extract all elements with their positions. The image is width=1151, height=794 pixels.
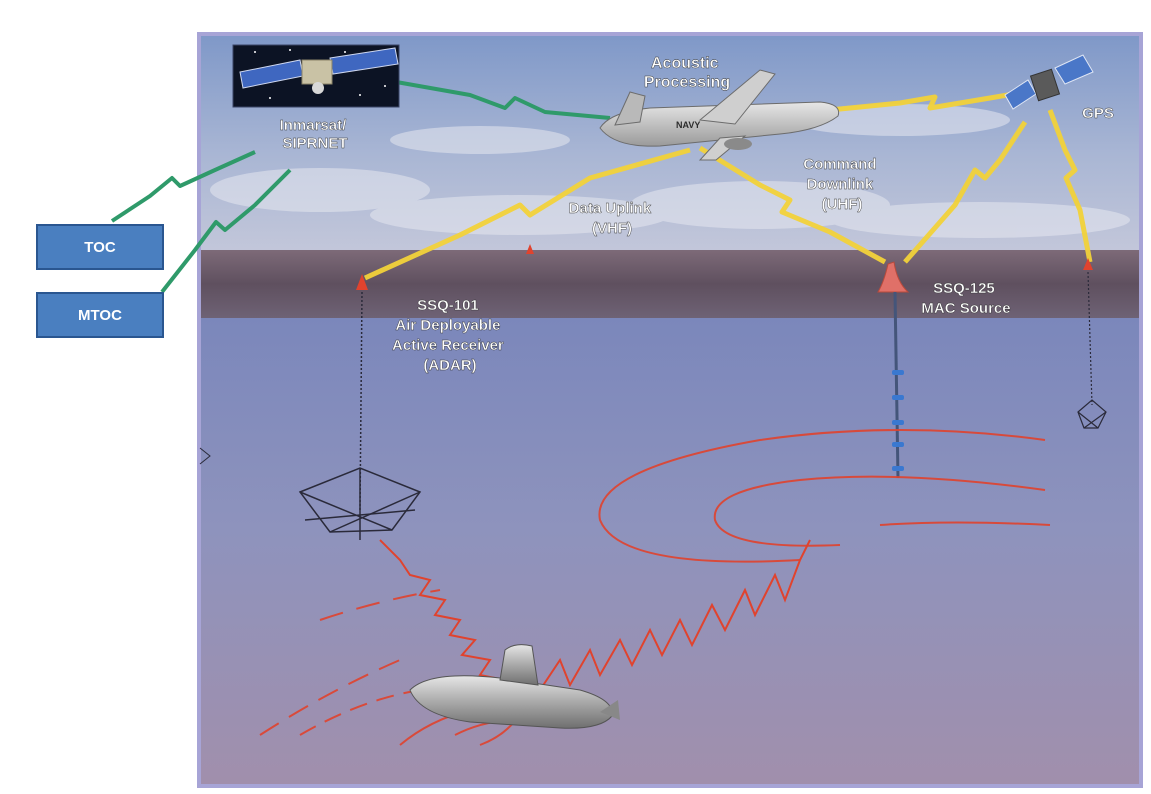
green-links bbox=[110, 78, 611, 294]
mtoc-box: MTOC bbox=[36, 292, 164, 338]
gps-label: GPS bbox=[1082, 105, 1114, 122]
submarine-icon bbox=[409, 644, 620, 729]
adar-label: SSQ-101 Air Deployable Active Receiver (… bbox=[392, 297, 508, 374]
toc-label: TOC bbox=[84, 238, 116, 256]
downlink-label: Command Downlink (UHF) bbox=[803, 156, 881, 213]
data-uplink-link bbox=[363, 147, 691, 281]
adar-buoy bbox=[356, 274, 368, 290]
underwater bbox=[200, 318, 1140, 786]
sonar-echoes bbox=[379, 539, 811, 691]
satellite-icon bbox=[239, 47, 399, 94]
satellite-aircraft-link bbox=[384, 78, 611, 120]
clouds bbox=[210, 104, 1130, 238]
small-buoy-1 bbox=[526, 244, 534, 254]
mac-buoy bbox=[877, 261, 910, 293]
mac-source-label: SSQ-125 MAC Source bbox=[921, 280, 1010, 317]
mtoc-label: MTOC bbox=[78, 306, 122, 324]
satellite-mtoc-link bbox=[160, 168, 292, 294]
inmarsat-satellite bbox=[232, 44, 400, 108]
left-edge-array bbox=[199, 447, 211, 465]
aircraft-gps-link bbox=[829, 89, 1026, 113]
satellite-label: Inmarsat/ SIPRNET bbox=[280, 117, 351, 152]
command-downlink-link bbox=[698, 145, 887, 265]
frame-border bbox=[197, 32, 1143, 788]
scene bbox=[197, 32, 1143, 788]
right-array bbox=[1077, 271, 1107, 429]
p8-aircraft-icon: NAVY bbox=[599, 69, 840, 161]
surface-buoys bbox=[356, 244, 1093, 293]
satellite-toc-link bbox=[110, 150, 256, 223]
gps-mac-link bbox=[903, 120, 1028, 264]
aircraft-marking: NAVY bbox=[676, 120, 700, 130]
mac-array bbox=[892, 291, 904, 479]
small-buoy-2 bbox=[1083, 258, 1093, 270]
stars bbox=[254, 49, 386, 99]
yellow-links bbox=[363, 89, 1093, 281]
labels: Inmarsat/ SIPRNET Acoustic Processing GP… bbox=[279, 55, 1114, 374]
uplink-label: Data Uplink (VHF) bbox=[569, 200, 656, 237]
aircraft-label: Acoustic Processing bbox=[644, 55, 730, 91]
toc-box: TOC bbox=[36, 224, 164, 270]
gps-satellite-icon bbox=[1004, 54, 1094, 110]
sea-surface bbox=[200, 250, 1140, 318]
adar-array bbox=[298, 291, 422, 540]
gps-buoy-link bbox=[1047, 109, 1093, 263]
